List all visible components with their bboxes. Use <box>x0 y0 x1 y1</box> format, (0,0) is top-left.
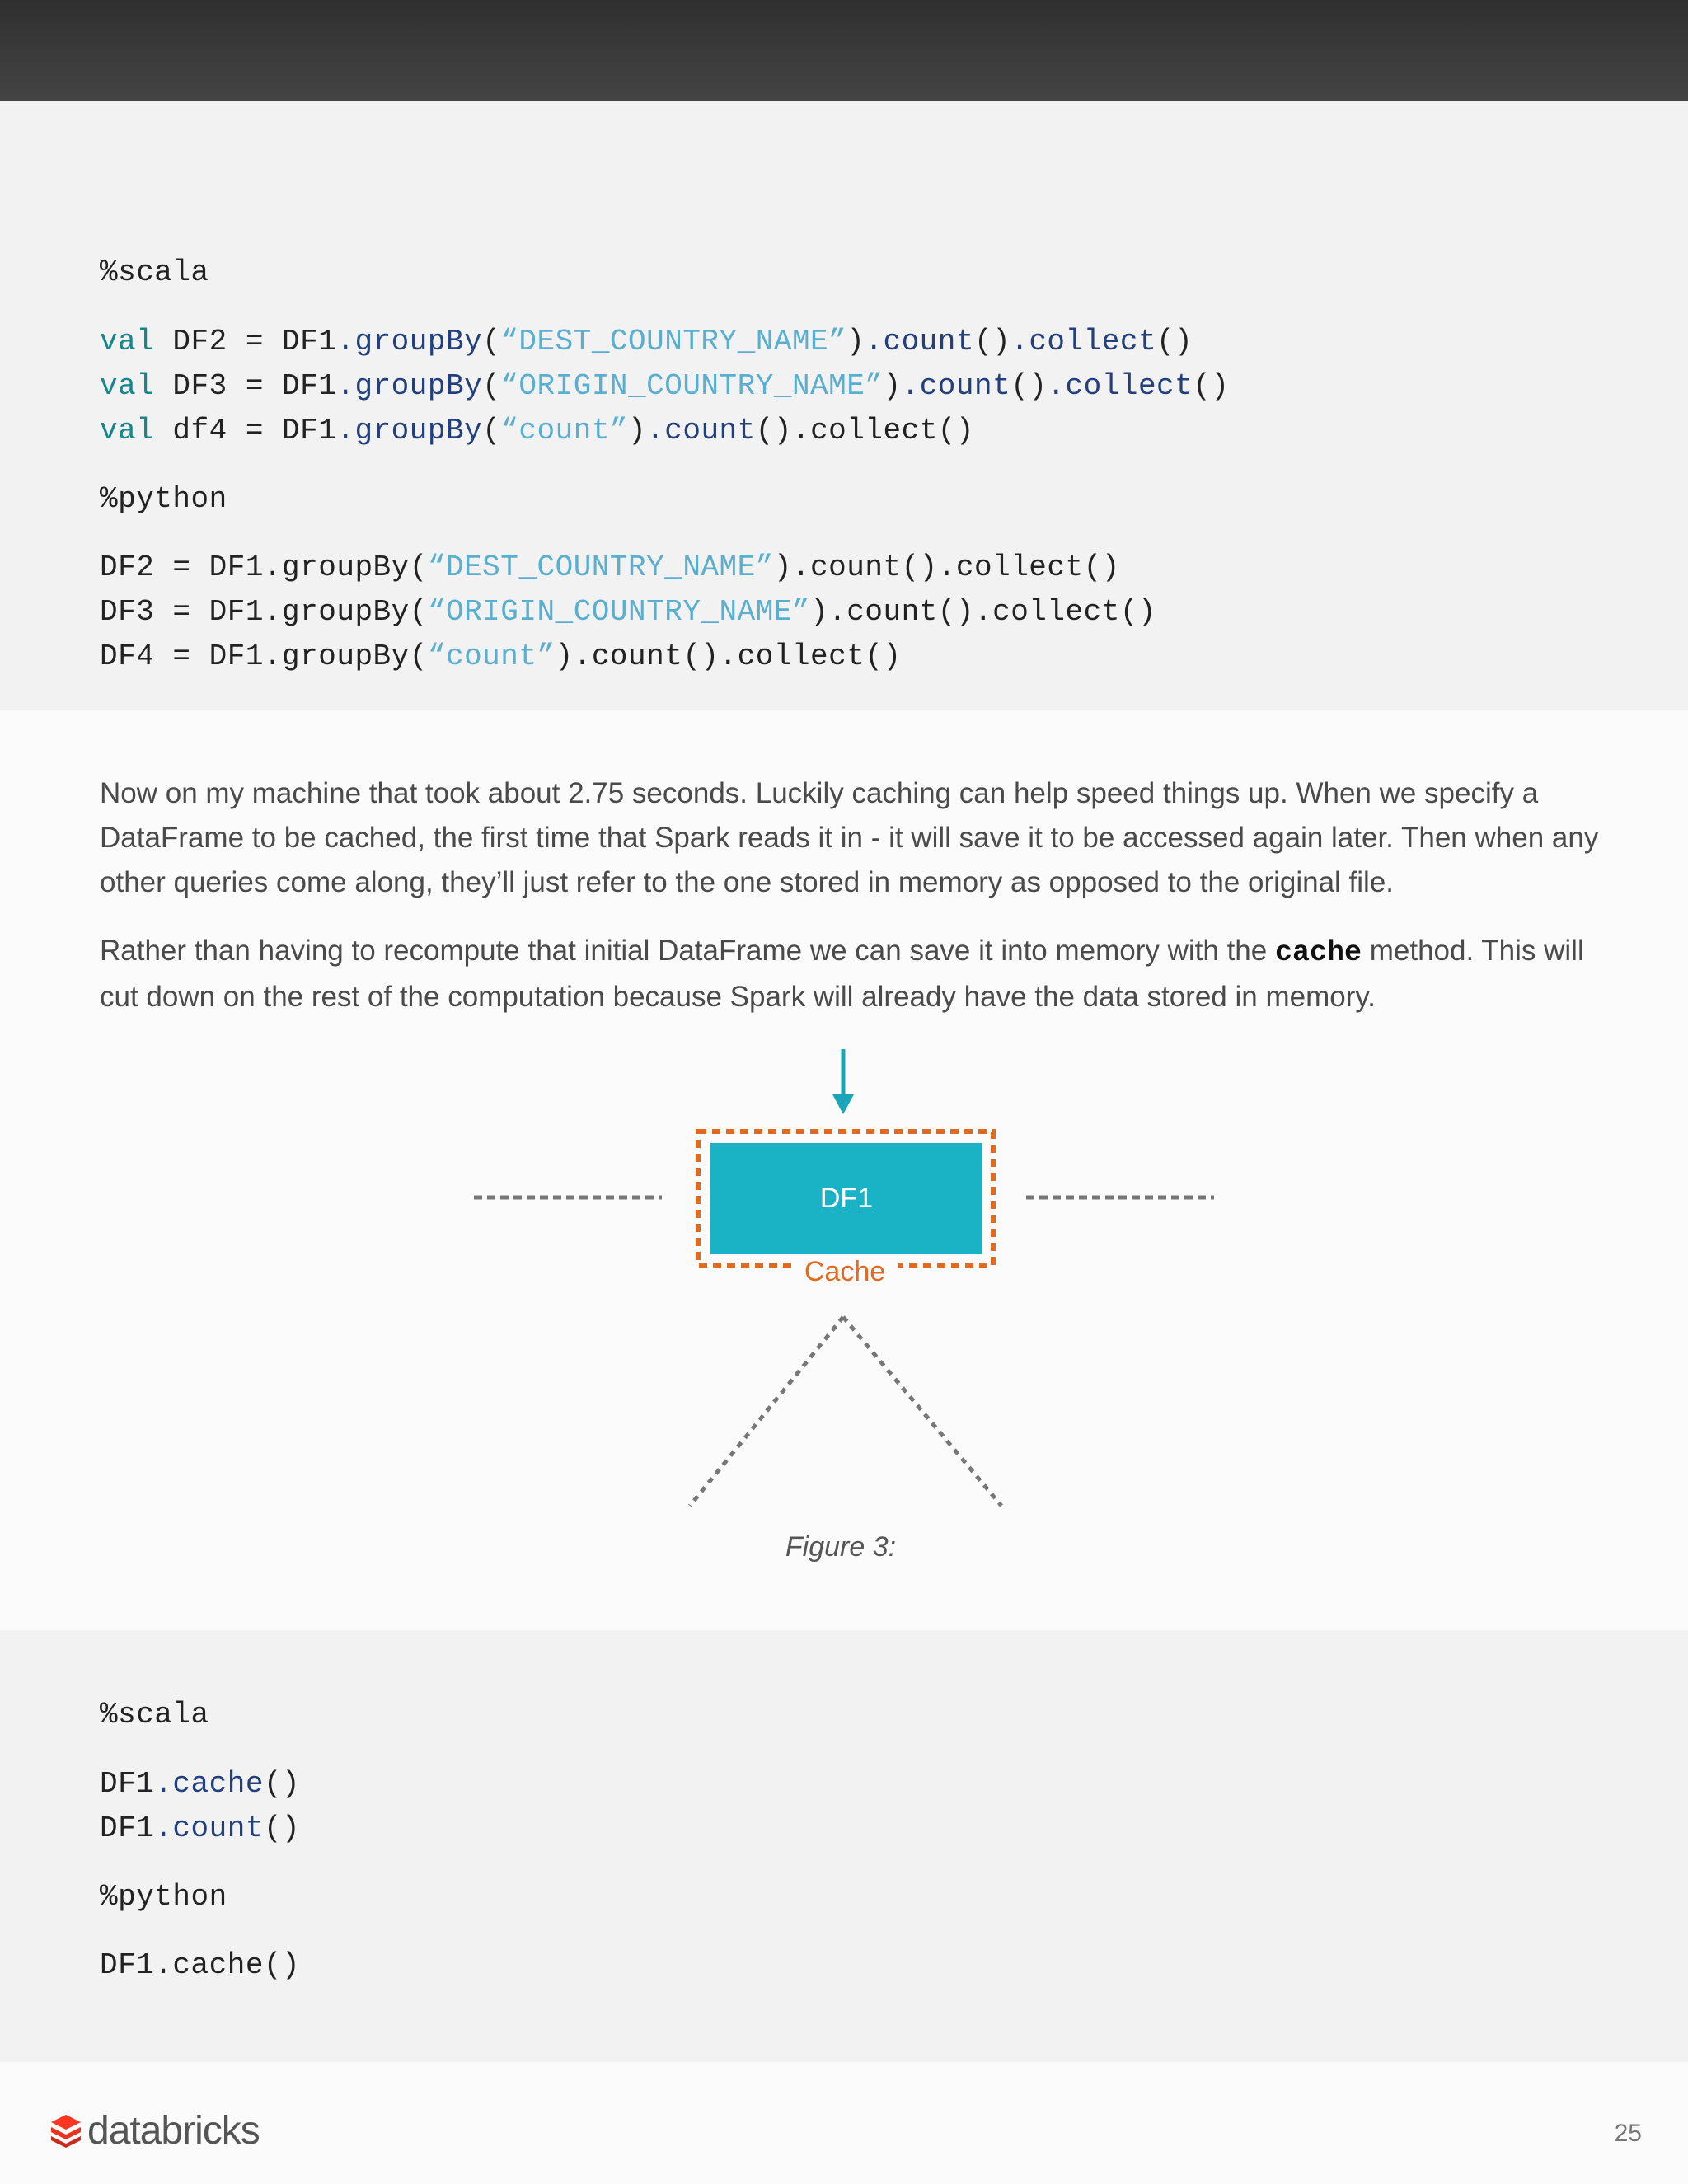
python-tag: %python <box>100 482 227 516</box>
code-text: DF4 = DF1.groupBy( <box>100 640 428 673</box>
code-line: val df4 = DF1.groupBy(“count”).count().c… <box>100 409 974 453</box>
paragraph-text: method. This will cut down on the rest o… <box>100 935 1584 1013</box>
string-literal: “DEST_COUNTRY_NAME” <box>500 325 847 359</box>
code-text: ( <box>482 414 501 448</box>
left-branch-line <box>688 1315 845 1507</box>
keyword: val <box>100 369 155 403</box>
logo-text: databricks <box>87 2108 260 2153</box>
python-tag: %python <box>100 1880 227 1914</box>
code-text: ) <box>883 369 902 403</box>
keyword: val <box>100 325 155 359</box>
code-line: DF3 = DF1.groupBy(“ORIGIN_COUNTRY_NAME”)… <box>100 590 1156 635</box>
code-text: DF2 = DF1 <box>154 325 337 359</box>
code-text: DF1 <box>100 1811 155 1845</box>
code-line: val DF3 = DF1.groupBy(“ORIGIN_COUNTRY_NA… <box>100 364 1229 409</box>
code-text: () <box>1010 369 1048 403</box>
code-text: DF3 = DF1.groupBy( <box>100 595 428 629</box>
keyword: val <box>100 414 155 448</box>
code-text: ( <box>482 325 501 359</box>
scala-tag: %scala <box>100 255 209 289</box>
string-literal: “ORIGIN_COUNTRY_NAME” <box>500 369 884 403</box>
page-number: 25 <box>1614 2120 1642 2147</box>
method: .groupBy <box>336 369 483 403</box>
method: .count <box>865 325 974 359</box>
method: .count <box>646 414 756 448</box>
method: .count <box>901 369 1011 403</box>
method: .count <box>154 1811 264 1845</box>
method: .cache <box>154 1767 264 1801</box>
code-text: () <box>263 1767 301 1801</box>
string-literal: “count” <box>427 640 556 673</box>
code-block-bottom <box>0 1630 1688 2062</box>
body-paragraph: Now on my machine that took about 2.75 s… <box>100 777 1599 898</box>
paragraph-text: Rather than having to recompute that ini… <box>100 935 1275 967</box>
method: .groupBy <box>336 414 483 448</box>
string-literal: “DEST_COUNTRY_NAME” <box>427 551 774 584</box>
cache-label: Cache <box>791 1256 898 1288</box>
code-text: () <box>1156 325 1193 359</box>
databricks-stack-icon <box>51 2115 81 2148</box>
code-text: ( <box>482 369 501 403</box>
code-text: ) <box>846 325 865 359</box>
string-literal: “ORIGIN_COUNTRY_NAME” <box>427 595 811 629</box>
method: .collect <box>1010 325 1157 359</box>
right-branch-line <box>842 1315 1003 1507</box>
code-text: ).count().collect() <box>810 595 1157 629</box>
code-text: () <box>1193 369 1230 403</box>
code-line: DF1.count() <box>100 1807 300 1851</box>
header-band <box>0 0 1688 101</box>
code-text: ().collect() <box>755 414 975 448</box>
code-text: ) <box>628 414 647 448</box>
code-line: val DF2 = DF1.groupBy(“DEST_COUNTRY_NAME… <box>100 320 1193 364</box>
code-text: DF2 = DF1.groupBy( <box>100 551 428 584</box>
code-line: DF1.cache() <box>100 1762 300 1807</box>
inline-code: cache <box>1274 936 1362 969</box>
code-text: () <box>974 325 1011 359</box>
code-text: ).count().collect() <box>773 551 1120 584</box>
method: .groupBy <box>336 325 483 359</box>
code-text: DF3 = DF1 <box>154 369 337 403</box>
code-text: () <box>263 1811 301 1845</box>
df1-node: DF1 <box>710 1143 982 1254</box>
code-line: DF1.cache() <box>100 1948 301 1982</box>
figure-caption: Figure 3: <box>785 1531 897 1563</box>
code-line: DF4 = DF1.groupBy(“count”).count().colle… <box>100 635 902 679</box>
string-literal: “count” <box>500 414 629 448</box>
code-text: DF1 <box>100 1767 155 1801</box>
method: .collect <box>1047 369 1193 403</box>
code-line: DF2 = DF1.groupBy(“DEST_COUNTRY_NAME”).c… <box>100 546 1120 590</box>
code-block-top <box>0 101 1688 710</box>
code-text: ).count().collect() <box>555 640 902 673</box>
down-arrow-head <box>832 1094 854 1114</box>
code-text: df4 = DF1 <box>154 414 337 448</box>
scala-tag: %scala <box>100 1698 209 1732</box>
databricks-logo[interactable]: databricks <box>49 2108 260 2153</box>
body-paragraph: Rather than having to recompute that ini… <box>100 929 1608 1019</box>
